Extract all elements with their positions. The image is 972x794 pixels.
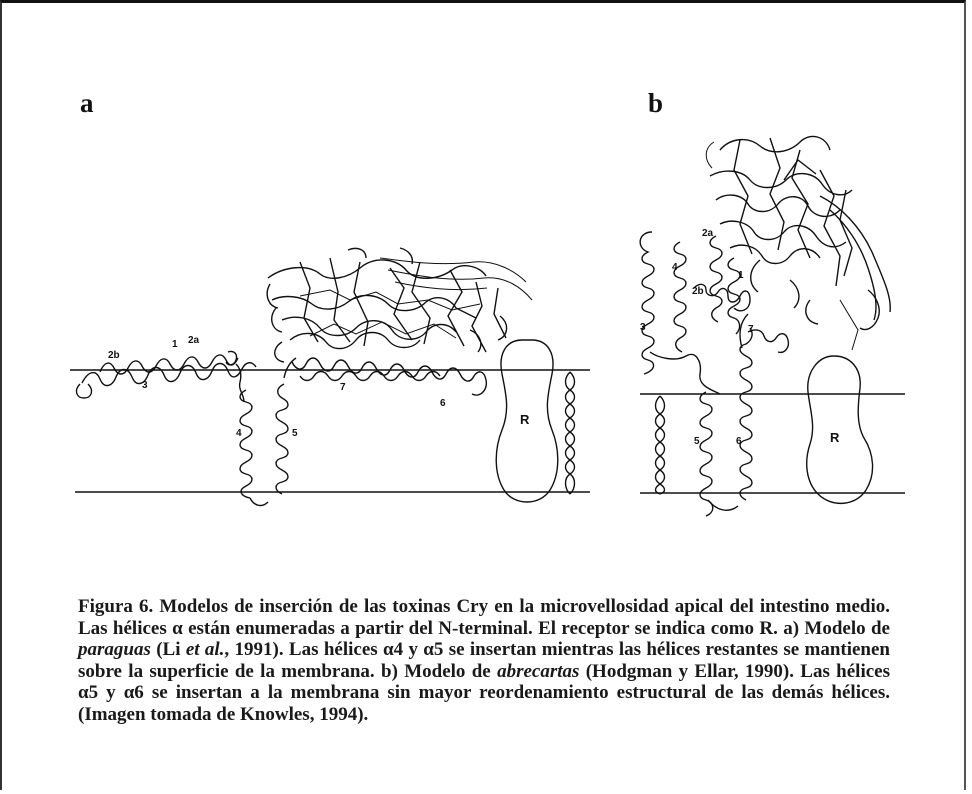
helix-label-1-b: 1 — [738, 270, 744, 281]
helix-7-b — [748, 330, 788, 352]
panel-a-diagram — [70, 248, 590, 505]
helix-label-2a-a: 2a — [188, 335, 200, 346]
helix-4-b — [674, 242, 686, 352]
helix-6-b — [740, 328, 752, 500]
helix-label-2b-b: 2b — [692, 286, 704, 297]
helix-label-2b-a: 2b — [108, 350, 120, 361]
figure-caption: Figura 6. Modelos de inserción de las to… — [78, 596, 890, 726]
lipid-anchor-b — [656, 396, 665, 494]
receptor-b — [807, 356, 873, 503]
panel-b-diagram — [640, 136, 905, 516]
caption-italic-paraguas: paraguas — [78, 639, 151, 660]
helix-5-b — [700, 392, 713, 516]
helix-label-4-a: 4 — [236, 428, 242, 439]
lipid-anchor-a — [566, 372, 575, 494]
helix-label-3-b: 3 — [640, 322, 646, 333]
helix-label-3-a: 3 — [142, 380, 148, 391]
helix-label-5-b: 5 — [694, 436, 700, 447]
helix-label-1-a: 1 — [172, 339, 178, 350]
helix-2a-b — [710, 236, 722, 322]
helix-label-7-a: 7 — [340, 382, 346, 393]
receptor-label-a: R — [520, 412, 530, 427]
helix-label-2a-b: 2a — [702, 228, 714, 239]
caption-italic-et-al: et al. — [186, 639, 225, 660]
helix-7-6-a — [292, 358, 486, 395]
receptor-label-b: R — [830, 430, 840, 445]
helix-label-6-a: 6 — [440, 398, 446, 409]
helix-4-a — [240, 390, 252, 498]
helix-label-6-b: 6 — [736, 436, 742, 447]
helix-2b-3-a — [82, 363, 256, 386]
helix-label-5-a: 5 — [292, 428, 298, 439]
caption-text-2: (Li — [151, 639, 186, 660]
caption-italic-abrecartas: abrecartas — [497, 661, 579, 682]
figure-illustration: 1 2a 2b 3 4 5 6 7 R 1 2a 2b 3 4 5 6 7 R — [0, 0, 972, 590]
helix-label-4-b: 4 — [672, 262, 678, 273]
helix-labels-a: 1 2a 2b 3 4 5 6 7 R — [108, 335, 530, 439]
domain-ii-iii-a — [267, 248, 532, 362]
caption-text-1: Figura 6. Modelos de inserción de las to… — [78, 596, 890, 639]
helix-label-7-b: 7 — [748, 324, 754, 335]
helix-5-a — [276, 384, 288, 494]
